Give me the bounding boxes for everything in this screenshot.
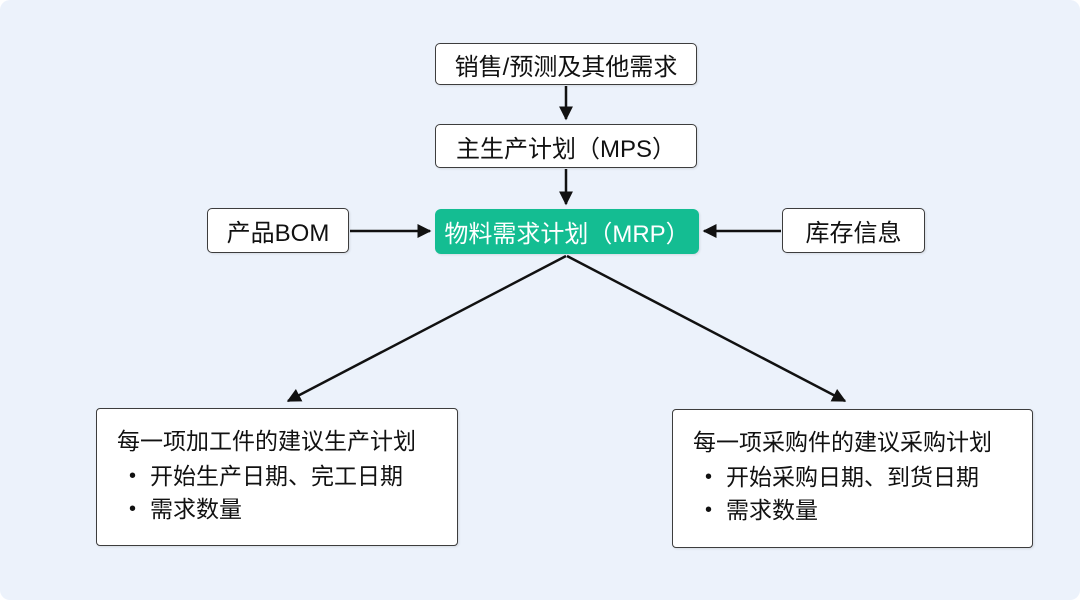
node-product-bom-label: 产品BOM	[226, 220, 330, 247]
purchase-plan-title: 每一项采购件的建议采购计划	[693, 429, 992, 455]
node-product-bom: 产品BOM	[207, 208, 349, 253]
node-suggested-production-plan: 每一项加工件的建议生产计划 开始生产日期、完工日期 需求数量	[96, 408, 458, 546]
node-material-requirements-planning: 物料需求计划（MRP）	[435, 209, 699, 254]
node-suggested-purchase-plan: 每一项采购件的建议采购计划 开始采购日期、到货日期 需求数量	[672, 409, 1033, 548]
purchase-plan-bullet-dates: 开始采购日期、到货日期	[693, 461, 1018, 494]
purchase-plan-bullet-quantity: 需求数量	[693, 494, 1018, 527]
node-master-production-schedule-label: 主生产计划（MPS）	[455, 135, 676, 163]
purchase-plan-bullet-list: 开始采购日期、到货日期 需求数量	[693, 461, 1018, 527]
arrow-mrp-to-purchase-plan	[566, 254, 847, 403]
node-inventory-info: 库存信息	[782, 208, 925, 253]
production-plan-bullet-quantity: 需求数量	[117, 493, 443, 526]
node-inventory-info-label: 库存信息	[805, 220, 902, 247]
production-plan-title: 每一项加工件的建议生产计划	[117, 428, 416, 454]
node-material-requirements-planning-label: 物料需求计划（MRP）	[444, 221, 690, 248]
node-sales-forecast-demand: 销售/预测及其他需求	[435, 43, 697, 85]
node-sales-forecast-demand-label: 销售/预测及其他需求	[454, 53, 678, 81]
node-master-production-schedule: 主生产计划（MPS）	[435, 124, 697, 168]
arrow-mrp-to-production-plan	[286, 254, 567, 403]
production-plan-bullet-list: 开始生产日期、完工日期 需求数量	[117, 460, 443, 526]
production-plan-bullet-dates: 开始生产日期、完工日期	[117, 460, 443, 493]
